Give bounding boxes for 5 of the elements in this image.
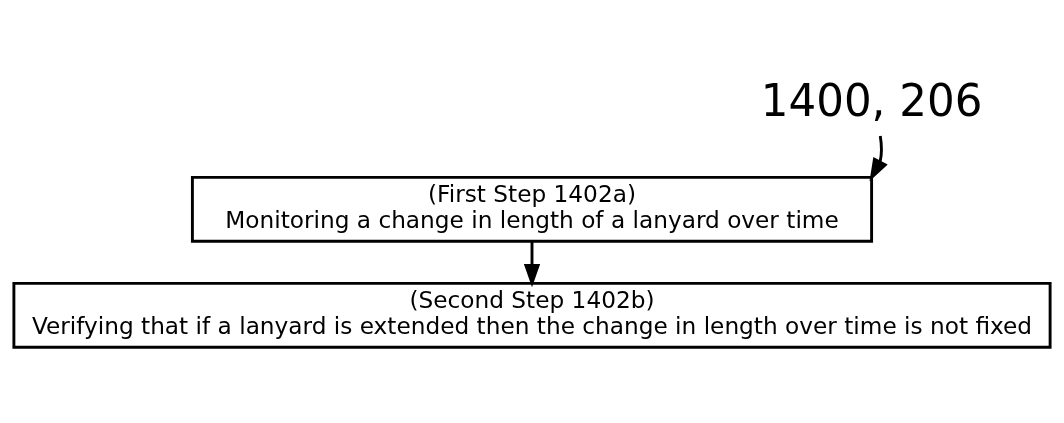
node-text: 1400, 206 [760, 76, 983, 127]
node-box: (First Step 1402a) Monitoring a change in length of a lanyard over time [190, 175, 874, 243]
node-box: (Second Step 1402b) Verifying that if a lanyard is extended then the change in length over time is not fixed [12, 281, 1052, 349]
arrow [523, 241, 541, 288]
arrow [869, 135, 888, 182]
